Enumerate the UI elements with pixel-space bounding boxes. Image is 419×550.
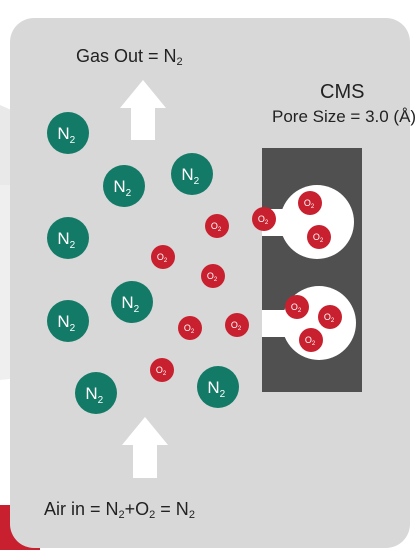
o2-molecule-symbol: O2 bbox=[258, 214, 269, 226]
o2-molecule: O2 bbox=[299, 328, 323, 352]
o2-molecule: O2 bbox=[225, 313, 249, 337]
o2-molecule-symbol: O2 bbox=[291, 302, 302, 314]
n2-molecule: N2 bbox=[171, 153, 213, 195]
o2-molecule-circle bbox=[225, 313, 249, 337]
o2-molecule-symbol: O2 bbox=[207, 271, 218, 283]
o2-molecule-symbol: O2 bbox=[157, 252, 168, 264]
n2-molecule-circle bbox=[197, 366, 239, 408]
o2-molecule-circle bbox=[298, 191, 322, 215]
cms-title: CMS bbox=[320, 81, 365, 103]
n2-molecule-circle bbox=[47, 300, 89, 342]
o2-molecule: O2 bbox=[178, 316, 202, 340]
n2-molecule-circle bbox=[47, 112, 89, 154]
o2-molecule-circle bbox=[307, 225, 331, 249]
gas-out-label: Gas Out = N2 bbox=[76, 46, 183, 68]
n2-molecule-symbol: N2 bbox=[57, 229, 75, 251]
o2-molecule-circle bbox=[201, 264, 225, 288]
n2-molecule-circle bbox=[75, 372, 117, 414]
o2-molecule-circle bbox=[252, 207, 276, 231]
n2-molecule-symbol: N2 bbox=[57, 312, 75, 334]
o2-molecule-circle bbox=[178, 316, 202, 340]
n2-molecule: N2 bbox=[197, 366, 239, 408]
o2-molecule-symbol: O2 bbox=[231, 320, 242, 332]
o2-molecule-symbol: O2 bbox=[305, 335, 316, 347]
o2-molecule-circle bbox=[151, 245, 175, 269]
o2-molecule: O2 bbox=[201, 264, 225, 288]
air-in-label: Air in = N2+O2 = N2 bbox=[44, 499, 195, 521]
o2-molecule-circle bbox=[318, 305, 342, 329]
n2-molecule: N2 bbox=[47, 217, 89, 259]
n2-molecule-symbol: N2 bbox=[181, 165, 199, 187]
o2-molecule-circle bbox=[299, 328, 323, 352]
o2-molecule-symbol: O2 bbox=[156, 365, 167, 377]
n2-molecule-symbol: N2 bbox=[85, 384, 103, 406]
n2-molecule-symbol: N2 bbox=[207, 378, 225, 400]
o2-molecule-circle bbox=[150, 358, 174, 382]
air-in-arrow bbox=[122, 417, 168, 478]
o2-molecule: O2 bbox=[298, 191, 322, 215]
o2-molecule: O2 bbox=[205, 214, 229, 238]
n2-molecule-circle bbox=[171, 153, 213, 195]
o2-molecule-symbol: O2 bbox=[313, 232, 324, 244]
gas-out-arrow bbox=[120, 80, 166, 140]
o2-molecule: O2 bbox=[318, 305, 342, 329]
n2-molecule-circle bbox=[103, 165, 145, 207]
n2-molecule: N2 bbox=[47, 300, 89, 342]
o2-molecule: O2 bbox=[285, 295, 309, 319]
n2-molecule-symbol: N2 bbox=[113, 177, 131, 199]
n2-molecule-symbol: N2 bbox=[121, 293, 139, 315]
n2-molecule: N2 bbox=[103, 165, 145, 207]
o2-molecule-symbol: O2 bbox=[324, 312, 335, 324]
o2-molecule-symbol: O2 bbox=[184, 323, 195, 335]
n2-molecule-circle bbox=[111, 281, 153, 323]
n2-molecule-symbol: N2 bbox=[57, 124, 75, 146]
n2-molecule: N2 bbox=[111, 281, 153, 323]
o2-molecule: O2 bbox=[150, 358, 174, 382]
n2-molecule-circle bbox=[47, 217, 89, 259]
n2-molecule: N2 bbox=[47, 112, 89, 154]
o2-molecule: O2 bbox=[252, 207, 276, 231]
o2-molecule-symbol: O2 bbox=[304, 198, 315, 210]
o2-molecule-circle bbox=[205, 214, 229, 238]
o2-molecule-circle bbox=[285, 295, 309, 319]
o2-molecule-symbol: O2 bbox=[211, 221, 222, 233]
n2-molecule: N2 bbox=[75, 372, 117, 414]
o2-molecule: O2 bbox=[307, 225, 331, 249]
o2-molecule: O2 bbox=[151, 245, 175, 269]
pore-size-label: Pore Size = 3.0 (Å) bbox=[272, 107, 417, 126]
